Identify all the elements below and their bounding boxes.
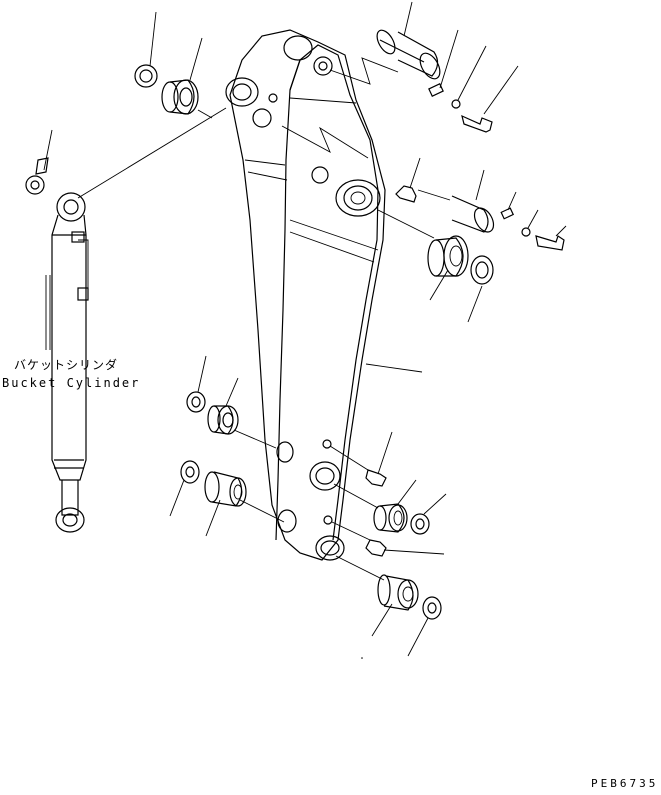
top-pin-assembly: [329, 1, 519, 133]
drawing-code: PEB6735: [591, 777, 659, 790]
middle-pin-assembly: [281, 125, 567, 323]
bucket-cylinder-label-en: Bucket Cylinder: [2, 376, 141, 390]
top-left-bushings: [134, 11, 213, 119]
bucket-cylinder: [45, 107, 227, 533]
lower-right-parts: [329, 431, 447, 659]
bucket-cylinder-label-jp: バケットシリンダ: [14, 358, 119, 372]
arm-body: [225, 29, 386, 561]
cylinder-pin-parts: [25, 129, 53, 195]
arm-leader-line: [365, 363, 423, 373]
lower-left-bushings: [169, 355, 285, 537]
